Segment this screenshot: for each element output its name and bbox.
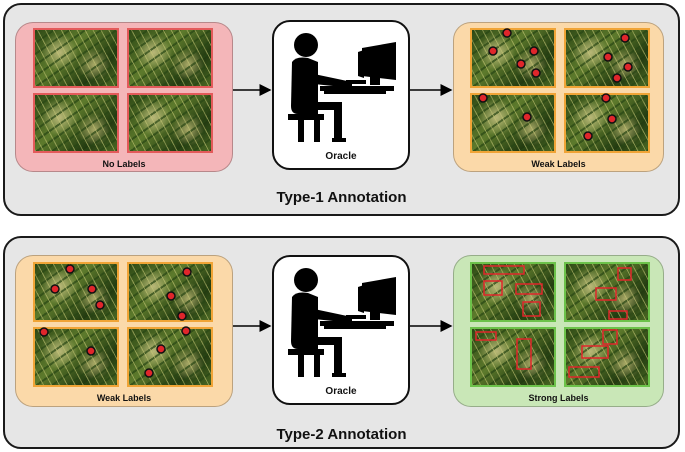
bounding-box-icon <box>582 346 608 358</box>
point-marker-icon <box>40 328 48 336</box>
bounding-box-icon <box>484 266 524 274</box>
point-marker-icon <box>604 53 612 61</box>
point-marker-icon <box>183 268 191 276</box>
point-marker-icon <box>87 347 95 355</box>
point-marker-icon <box>182 327 190 335</box>
point-marker-icon <box>624 63 632 71</box>
point-marker-icon <box>613 74 621 82</box>
bounding-box-icon <box>517 339 531 369</box>
point-marker-icon <box>608 115 616 123</box>
point-marker-icon <box>479 94 487 102</box>
bounding-box-icon <box>618 268 631 280</box>
point-marker-icon <box>88 285 96 293</box>
bounding-box-icon <box>476 332 496 340</box>
point-marker-icon <box>503 29 511 37</box>
point-marker-icon <box>66 265 74 273</box>
point-marker-icon <box>96 301 104 309</box>
point-marker-icon <box>178 312 186 320</box>
point-marker-icon <box>157 345 165 353</box>
bounding-box-icon <box>523 302 540 316</box>
point-marker-icon <box>621 34 629 42</box>
bounding-box-icon <box>569 367 599 377</box>
bounding-box-icon <box>609 311 627 319</box>
bounding-box-icon <box>603 330 617 344</box>
point-marker-icon <box>584 132 592 140</box>
point-marker-icon <box>517 60 525 68</box>
point-marker-icon <box>489 47 497 55</box>
point-marker-icon <box>145 369 153 377</box>
point-marker-icon <box>602 94 610 102</box>
bounding-box-icon <box>484 281 502 295</box>
point-marker-icon <box>523 113 531 121</box>
point-marker-icon <box>530 47 538 55</box>
bounding-box-icon <box>516 284 542 294</box>
point-marker-icon <box>532 69 540 77</box>
bounding-box-icon <box>596 288 616 300</box>
point-marker-icon <box>167 292 175 300</box>
point-marker-icon <box>51 285 59 293</box>
